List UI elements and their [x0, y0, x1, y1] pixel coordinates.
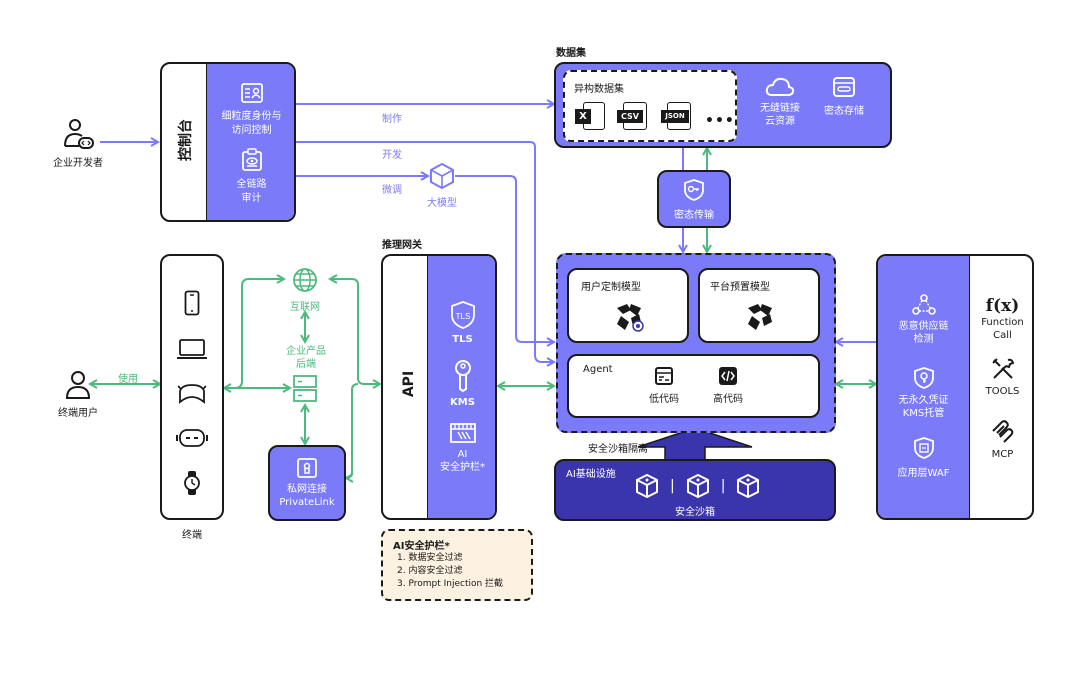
mcp-icon: [991, 420, 1013, 443]
console-panel: 控制台 细粒度身份与 访问控制 全链路 审计: [160, 62, 296, 222]
guardrail-icon: [449, 423, 476, 443]
developer-actor: 企业开发者: [48, 118, 108, 169]
security-item-waf[interactable]: 应用层WAF: [878, 436, 969, 479]
tool-item-mcp[interactable]: MCP: [971, 419, 1032, 460]
svg-text:TLS: TLS: [455, 312, 470, 321]
security-item-kms[interactable]: 无永久凭证 KMS托管: [878, 366, 969, 420]
arrow-bracket-api: [330, 279, 380, 384]
console-title: 控制台: [178, 119, 194, 161]
console-item-iam[interactable]: 细粒度身份与 访问控制: [207, 82, 294, 138]
ai-infra-title: AI基础设施: [566, 469, 616, 480]
flow-label-develop: 开发: [382, 150, 402, 161]
backend-label: 企业产品 后端: [286, 346, 326, 370]
key-card-icon: [833, 77, 855, 97]
cube-icon: [430, 162, 454, 190]
tool-item-tools[interactable]: TOOLS: [971, 356, 1032, 397]
lock-box-icon: [297, 458, 317, 478]
server-icon[interactable]: [292, 374, 318, 404]
more-files: •••: [705, 113, 735, 129]
user-icon: [65, 371, 91, 399]
sandbox-label: 安全沙箱: [675, 507, 715, 518]
id-card-icon: [240, 83, 263, 103]
api-label: API: [401, 370, 418, 398]
dataset-title: 数据集: [556, 48, 586, 59]
function-icon: f(x): [985, 296, 1020, 316]
audit-clipboard-icon: [241, 148, 262, 171]
tls-shield-icon: TLS: [450, 301, 475, 329]
laptop-icon: [177, 339, 207, 359]
supply-chain-icon: [911, 294, 936, 315]
custom-model-title: 用户定制模型: [581, 282, 641, 293]
end-user-actor: 终端用户: [48, 370, 108, 419]
vr-headset-icon: [176, 429, 208, 447]
agent-card[interactable]: Agent 低代码 高代码: [567, 354, 820, 418]
guardrail-note-line: 1. 数据安全过滤: [397, 553, 463, 563]
model-custom-icon: [617, 304, 644, 332]
gateway-item-guardrail[interactable]: AI 安全护栏*: [428, 422, 495, 474]
sandbox-icons: | |: [634, 473, 761, 499]
security-item-supply-chain[interactable]: 恶意供应链 检测: [878, 294, 969, 346]
excel-file-icon: X: [575, 102, 607, 132]
shield-key-icon: [684, 179, 704, 201]
guardrail-note-line: 3. Prompt Injection 拦截: [397, 579, 504, 589]
privatelink-box[interactable]: 私网连接 PrivateLink: [268, 445, 346, 521]
hetero-dataset-title: 异构数据集: [574, 84, 624, 95]
phone-icon: [184, 290, 200, 316]
low-code-icon: [655, 367, 673, 385]
terminal-panel: [160, 254, 224, 520]
car-icon: [177, 384, 207, 404]
globe-icon: [293, 268, 317, 292]
separator: |: [670, 478, 675, 494]
dataset-panel: 异构数据集 X CSV JSON ••• 无缝链接 云资源: [554, 62, 892, 148]
flow-label-use: 使用: [118, 374, 138, 385]
sandbox-cube-icon: [737, 473, 760, 499]
sandbox-cube-icon: [636, 473, 658, 499]
tools-icon: [991, 358, 1014, 379]
internet-node[interactable]: 互联网: [278, 266, 332, 313]
waf-shield-icon: [913, 437, 934, 459]
agent-item-high-code[interactable]: 高代码: [703, 366, 753, 405]
large-model-node[interactable]: 大模型: [420, 162, 464, 209]
sandbox-isolation-label: 安全沙箱隔离: [588, 444, 648, 455]
flow-label-make: 制作: [382, 114, 402, 125]
dataset-item-encrypted-storage[interactable]: 密态存储: [814, 76, 874, 117]
gateway-item-kms[interactable]: KMS: [428, 359, 495, 408]
preset-model-title: 平台预置模型: [710, 282, 770, 293]
sandbox-cube-icon: [686, 473, 709, 499]
watch-icon: [184, 471, 200, 495]
csv-file-icon: CSV: [617, 102, 651, 132]
separator: |: [720, 478, 726, 494]
tool-item-function-call[interactable]: f(x) Function Call: [971, 296, 1032, 342]
key-icon: [454, 360, 471, 393]
console-item-audit[interactable]: 全链路 审计: [207, 148, 294, 206]
arrow-bracket-privatelink: [345, 383, 359, 479]
gateway-title: 推理网关: [382, 240, 422, 251]
key-shield-icon: [913, 367, 934, 389]
flow-label-finetune: 微调: [382, 185, 402, 196]
security-panel: 恶意供应链 检测 无永久凭证 KMS托管 应用层WAF f(x) Functio…: [876, 254, 1034, 520]
models-area: 用户定制模型 平台预置模型 Agent 低代码: [556, 253, 836, 433]
developer-label: 企业开发者: [53, 158, 103, 169]
guardrail-note-title: AI安全护栏*: [393, 541, 450, 552]
secure-transfer-box[interactable]: 密态传输: [657, 170, 731, 228]
gateway-panel: API TLS TLS KMS AI 安全护栏*: [381, 254, 497, 520]
gateway-item-tls[interactable]: TLS TLS: [428, 300, 495, 345]
cloud-icon: [765, 77, 795, 96]
terminal-label: 终端: [182, 530, 202, 541]
model-preset-icon: [748, 304, 772, 330]
hetero-dataset: 异构数据集 X CSV JSON •••: [563, 70, 737, 142]
preset-model-card[interactable]: 平台预置模型: [698, 268, 820, 343]
guardrail-note-line: 2. 内容安全过滤: [397, 566, 463, 576]
developer-icon: [64, 119, 94, 149]
dataset-item-cloud[interactable]: 无缝链接 云资源: [752, 76, 808, 128]
json-file-icon: JSON: [661, 102, 695, 132]
agent-title: Agent: [583, 364, 613, 375]
code-icon: [719, 367, 737, 385]
custom-model-card[interactable]: 用户定制模型: [567, 268, 689, 343]
guardrail-note: AI安全护栏* 1. 数据安全过滤 2. 内容安全过滤 3. Prompt In…: [381, 529, 533, 601]
arrow-terminal-internet: [225, 279, 284, 389]
ai-infra-panel: AI基础设施 | | 安全沙箱: [554, 459, 836, 521]
agent-item-low-code[interactable]: 低代码: [639, 366, 689, 405]
